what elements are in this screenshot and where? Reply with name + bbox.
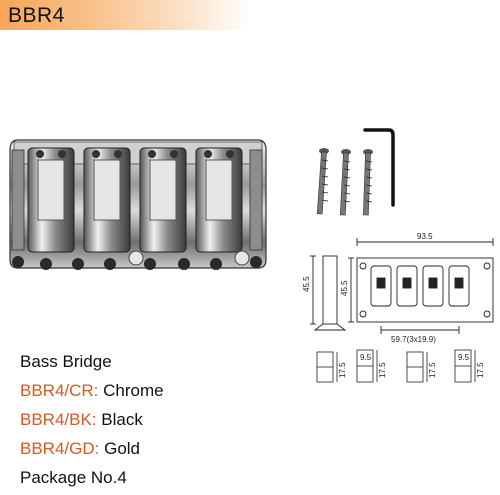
- variant-finish: Black: [101, 410, 143, 429]
- variant-chrome: BBR4/CR: Chrome: [20, 381, 164, 401]
- saddle-2: [83, 147, 131, 253]
- variant-code: BBR4/CR:: [20, 381, 99, 400]
- saddle-detail-3: [406, 351, 428, 383]
- saddle-detail-1: [316, 351, 338, 383]
- variant-code: BBR4/GD:: [20, 439, 100, 458]
- dimension-drawing: 45.5 93.5 45.5 59.7(3x19.9) 17.5 17.5 9.…: [302, 232, 494, 383]
- model-title: BBR4: [8, 4, 65, 27]
- mounting-screw-1: [316, 148, 329, 215]
- saddle-small-label-2: 9.5: [360, 353, 372, 362]
- saddle-height-label-4: 17.5: [476, 362, 485, 378]
- variant-black: BBR4/BK: Black: [20, 410, 143, 430]
- variant-gold: BBR4/GD: Gold: [20, 439, 140, 459]
- bridge-photo: [9, 139, 267, 270]
- saddle-detail-2: [356, 349, 378, 383]
- title-banner: [0, 0, 250, 30]
- hex-key: [363, 128, 395, 207]
- product-name: Bass Bridge: [20, 352, 112, 371]
- saddle-small-label-4: 9.5: [458, 353, 470, 362]
- height-label-right: 45.5: [340, 280, 349, 296]
- saddle-1: [27, 147, 75, 253]
- variant-finish: Chrome: [103, 381, 164, 400]
- saddle-3: [139, 147, 187, 253]
- saddle-height-label-1: 17.5: [338, 362, 347, 378]
- top-view: [348, 238, 494, 334]
- overall-width-label: 93.5: [417, 232, 433, 241]
- package-number: Package No.4: [20, 468, 127, 487]
- variant-code: BBR4/BK:: [20, 410, 97, 429]
- saddle-spacing-label: 59.7(3x19.9): [391, 335, 436, 344]
- saddle-height-label-2: 17.5: [378, 362, 387, 378]
- variant-finish: Gold: [104, 439, 141, 458]
- height-label-left: 45.5: [302, 276, 311, 292]
- saddle-height-label-3: 17.5: [428, 362, 437, 378]
- screws-and-hex-key: [316, 128, 395, 216]
- saddle-detail-4: [454, 349, 476, 383]
- mounting-screw-2: [339, 149, 351, 216]
- side-profile: [310, 255, 347, 331]
- mounting-screw-3: [363, 149, 373, 216]
- saddle-4: [195, 147, 243, 253]
